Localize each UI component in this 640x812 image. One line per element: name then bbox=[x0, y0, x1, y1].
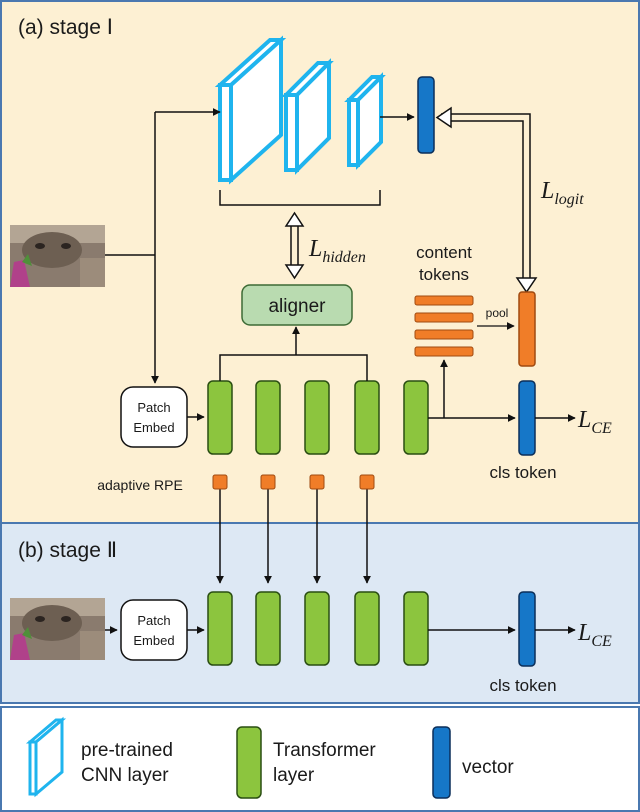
legend-panel bbox=[0, 706, 640, 812]
transformer-layer-4-stage-1 bbox=[354, 380, 380, 455]
legend-transformer-label-line2: layer bbox=[273, 765, 315, 786]
legend-transformer-icon bbox=[236, 726, 262, 799]
cnn-bracket bbox=[219, 190, 381, 206]
transformer-layer-2-stage-1 bbox=[255, 380, 281, 455]
hidden-loss-label: Lhidden bbox=[308, 236, 366, 266]
transformer-layer-5-stage-2 bbox=[403, 591, 429, 666]
rpe-square-3 bbox=[309, 474, 325, 490]
stage-2-title: (b) stage Ⅱ bbox=[18, 539, 117, 562]
pool-label: pool bbox=[486, 306, 509, 320]
legend-transformer-label-line1: Transformer bbox=[273, 740, 376, 761]
content-tokens-label-line2: tokens bbox=[419, 265, 469, 284]
rpe-square-4 bbox=[359, 474, 375, 490]
transformer-bracket bbox=[219, 354, 368, 381]
content-token-3 bbox=[414, 329, 474, 340]
cat-image-stage-1 bbox=[10, 225, 105, 287]
cls-token-label-stage-2: cls token bbox=[489, 676, 556, 695]
hidden-loss-arrow bbox=[284, 211, 305, 280]
transformer-layer-2-stage-2 bbox=[255, 591, 281, 666]
legend-cnn-icon bbox=[25, 716, 67, 798]
transformer-layer-1-stage-1 bbox=[207, 380, 233, 455]
transformer-layer-1-stage-2 bbox=[207, 591, 233, 666]
adaptive-rpe-label: adaptive RPE bbox=[97, 477, 183, 493]
patch-embed-label-stage-2-line1: Patch bbox=[137, 613, 170, 628]
transformer-layer-3-stage-2 bbox=[304, 591, 330, 666]
rpe-square-1 bbox=[212, 474, 228, 490]
legend-vector-label: vector bbox=[462, 757, 514, 778]
transformer-layer-5-stage-1 bbox=[403, 380, 429, 455]
legend-vector-icon bbox=[432, 726, 451, 799]
cnn-layer-2 bbox=[281, 58, 334, 175]
stage-1-title: (a) stage Ⅰ bbox=[18, 16, 113, 39]
transformer-layer-3-stage-1 bbox=[304, 380, 330, 455]
aligner-box bbox=[241, 284, 353, 326]
aligner-label: aligner bbox=[268, 296, 326, 317]
cls-token-label-stage-1: cls token bbox=[489, 463, 556, 482]
logit-loss-label: Llogit bbox=[540, 178, 584, 208]
patch-embed-box-stage-1 bbox=[120, 386, 188, 448]
cat-image-stage-2 bbox=[10, 598, 105, 660]
ce-loss-label-stage-1: LCE bbox=[577, 407, 612, 437]
pooled-content-vector bbox=[518, 291, 536, 367]
cnn-layer-1 bbox=[214, 35, 287, 185]
transformer-layer-4-stage-2 bbox=[354, 591, 380, 666]
patch-embed-box-stage-2 bbox=[120, 599, 188, 661]
cnn-layer-3 bbox=[344, 72, 386, 170]
patch-embed-label-stage-1-line1: Patch bbox=[137, 400, 170, 415]
logit-loss-arrow bbox=[441, 113, 531, 278]
content-tokens-label-line1: content bbox=[416, 243, 472, 262]
ce-loss-label-stage-2: LCE bbox=[577, 620, 612, 650]
logit-arrowhead-left bbox=[435, 106, 452, 129]
cls-token-vector-stage-1 bbox=[518, 380, 536, 456]
cls-token-vector-stage-2 bbox=[518, 591, 536, 667]
cnn-output-vector bbox=[417, 76, 435, 154]
content-token-1 bbox=[414, 295, 474, 306]
legend-cnn-label-line1: pre-trained bbox=[81, 740, 173, 761]
patch-embed-label-stage-1-line2: Embed bbox=[133, 420, 174, 435]
content-token-2 bbox=[414, 312, 474, 323]
content-token-4 bbox=[414, 346, 474, 357]
legend-cnn-label-line2: CNN layer bbox=[81, 765, 169, 786]
rpe-square-2 bbox=[260, 474, 276, 490]
patch-embed-label-stage-2-line2: Embed bbox=[133, 633, 174, 648]
logit-arrowhead-down bbox=[515, 277, 538, 294]
